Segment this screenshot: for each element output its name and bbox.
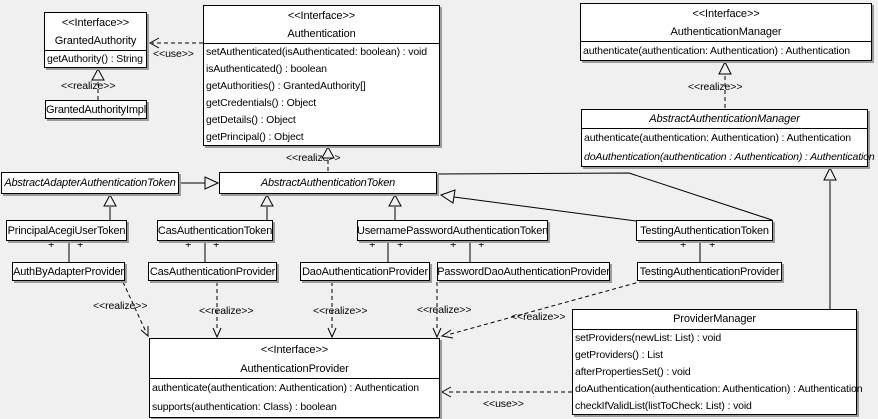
class-name: AuthenticationManager [670, 26, 782, 38]
stereotype-label: <<Interface>> [260, 344, 329, 356]
class-cas-authentication-token[interactable]: CasAuthenticationToken [157, 220, 273, 241]
method-label: supports(authentication: Class) : boolea… [152, 401, 337, 413]
class-header: <<Interface>> AuthenticationProvider [150, 339, 439, 379]
method-label: doAuthentication(authentication : Authen… [584, 151, 875, 163]
method-label: getDetails() : Object [206, 114, 296, 126]
generalization-castoken [260, 193, 274, 220]
method-label: authenticate(authentication: Authenticat… [583, 45, 850, 57]
realize-label: <<realize>> [199, 305, 254, 317]
class-name: PasswordDaoAuthenticationProvider [437, 265, 610, 278]
method-label: afterPropertiesSet() : void [575, 366, 691, 378]
association-plus: + [680, 239, 687, 251]
stereotype-label: <<Interface>> [692, 8, 760, 20]
class-name: Authentication [287, 28, 356, 40]
class-abstract-adapter-authentication-token[interactable]: AbstractAdapterAuthenticationToken [1, 172, 179, 194]
generalization-testingtoken [437, 172, 773, 222]
class-header: <<Interface>> GrantedAuthority [45, 13, 146, 51]
class-testing-authentication-token[interactable]: TestingAuthenticationToken [636, 220, 773, 241]
association-plus: + [709, 239, 716, 251]
method-label: getAuthority() : String [47, 53, 143, 65]
class-name: TestingAuthenticationProvider [639, 265, 780, 278]
class-testing-authentication-provider[interactable]: TestingAuthenticationProvider [637, 262, 782, 281]
class-name: DaoAuthenticationProvider [302, 265, 428, 278]
class-name: UsernamePasswordAuthenticationToken [356, 224, 549, 237]
class-name: CasAuthenticationProvider [149, 265, 276, 278]
method-label: getPrincipal() : Object [206, 131, 304, 143]
association-plus: + [185, 239, 192, 251]
use-arrow-providermanager [440, 386, 572, 398]
stereotype-label: <<Interface>> [61, 17, 130, 29]
class-header: <<Interface>> AuthenticationManager [581, 4, 871, 42]
class-authentication[interactable]: <<Interface>> Authentication setAuthenti… [203, 5, 440, 146]
realize-label: <<realize>> [61, 80, 116, 92]
class-authentication-provider[interactable]: <<Interface>> AuthenticationProvider aut… [149, 338, 440, 418]
class-granted-authority-impl[interactable]: GrantedAuthorityImpl [45, 100, 147, 119]
association-plus: + [213, 239, 220, 251]
generalization-abstractadapter-abstracttoken [179, 176, 220, 190]
class-auth-by-adapter-provider[interactable]: AuthByAdapterProvider [12, 262, 125, 281]
class-name: AbstractAuthenticationToken [260, 177, 396, 189]
class-name: PrincipalAcegiUserToken [7, 224, 126, 237]
class-header: <<Interface>> Authentication [204, 6, 439, 44]
class-dao-authentication-provider[interactable]: DaoAuthenticationProvider [300, 262, 430, 281]
class-authentication-manager[interactable]: <<Interface>> AuthenticationManager auth… [580, 3, 872, 61]
class-name: AbstractAdapterAuthenticationToken [4, 177, 176, 189]
method-label: doAuthentication(authentication: Authent… [575, 383, 863, 395]
class-name: CasAuthenticationToken [157, 224, 273, 237]
association-plus: + [369, 239, 376, 251]
method-label: getAuthorities() : GrantedAuthority[] [206, 80, 366, 92]
method-label: setAuthenticated(isAuthenticated: boolea… [206, 46, 427, 58]
class-name: TestingAuthenticationToken [640, 224, 769, 237]
realize-label: <<realize>> [417, 304, 472, 316]
association-plus: + [450, 239, 457, 251]
method-label: getProviders() : List [575, 349, 663, 361]
class-header: AbstractAuthenticationManager [582, 110, 867, 129]
realize-label: <<realize>> [93, 300, 148, 312]
class-name: AbstractAuthenticationManager [649, 113, 800, 125]
class-header: ProviderManager [573, 310, 856, 330]
class-name: AuthByAdapterProvider [13, 265, 124, 278]
method-label: setProviders(newList: List) : void [575, 332, 722, 344]
realize-label: <<realize>> [688, 81, 743, 93]
association-plus: + [397, 239, 404, 251]
association-lines-token-provider [68, 241, 701, 262]
class-abstract-authentication-token[interactable]: AbstractAuthenticationToken [219, 172, 437, 194]
class-password-dao-authentication-provider[interactable]: PasswordDaoAuthenticationProvider [437, 262, 610, 281]
use-label: <<use>> [153, 48, 194, 60]
class-name: GrantedAuthority [54, 35, 137, 47]
method-label: checkIfValidList(listToCheck: List) : vo… [575, 400, 752, 412]
class-principal-acegi-user-token[interactable]: PrincipalAcegiUserToken [6, 220, 127, 241]
class-granted-authority[interactable]: <<Interface>> GrantedAuthority getAuthor… [44, 12, 147, 68]
realize-label: <<realize>> [511, 311, 566, 323]
association-plus: + [77, 239, 84, 251]
stereotype-label: <<Interface>> [287, 10, 356, 22]
class-name: AuthenticationProvider [240, 363, 349, 375]
class-provider-manager[interactable]: ProviderManager setProviders(newList: Li… [572, 309, 863, 415]
class-abstract-authentication-manager[interactable]: AbstractAuthenticationManager authentica… [581, 109, 875, 167]
class-name: GrantedAuthorityImpl [46, 103, 146, 116]
generalization-usernamepasswordtoken [388, 193, 402, 220]
association-plus: + [478, 239, 485, 251]
class-name: ProviderManager [673, 313, 756, 325]
method-label: getCredentials() : Object [206, 97, 317, 109]
use-arrow-authentication-grantedauthority [148, 37, 203, 49]
realize-label: <<realize>> [286, 152, 341, 164]
generalization-principaltoken [103, 193, 117, 220]
method-label: authenticate(authentication: Authenticat… [584, 132, 851, 144]
method-label: isAuthenticated() : boolean [206, 63, 327, 75]
generalization-providermanager [823, 166, 837, 309]
use-label: <<use>> [483, 398, 524, 410]
class-cas-authentication-provider[interactable]: CasAuthenticationProvider [148, 262, 277, 281]
association-plus: + [48, 239, 55, 251]
class-username-password-authentication-token[interactable]: UsernamePasswordAuthenticationToken [357, 220, 548, 241]
realize-label: <<realize>> [313, 305, 368, 317]
method-label: authenticate(authentication: Authenticat… [152, 382, 419, 394]
